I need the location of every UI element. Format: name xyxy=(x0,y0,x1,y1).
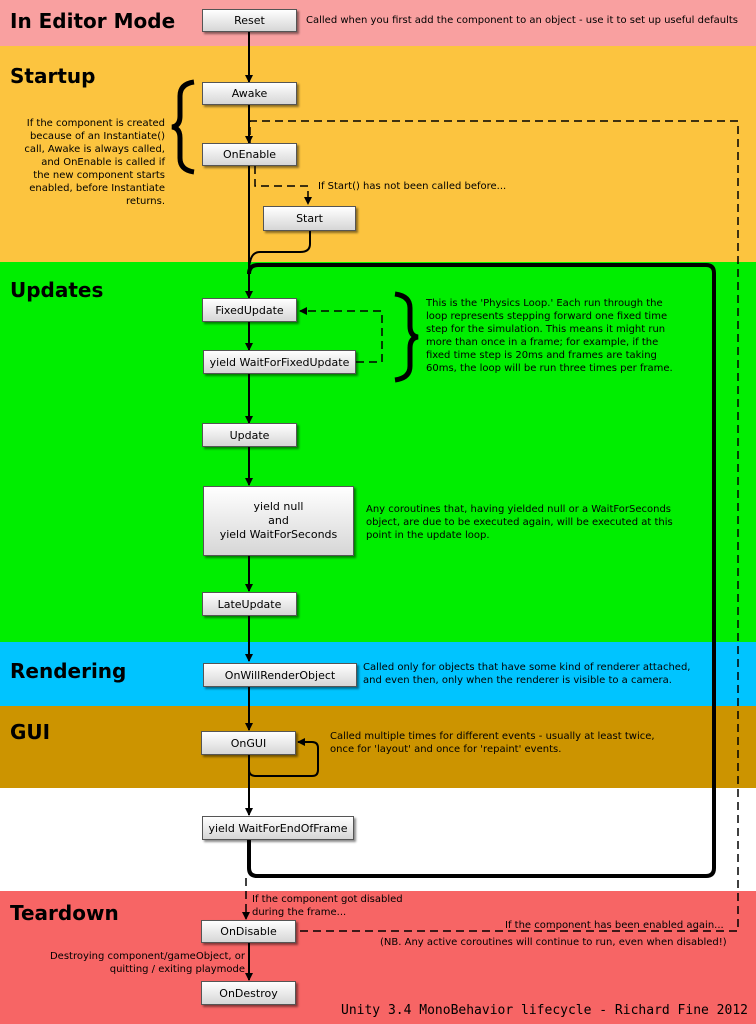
band-startup xyxy=(0,46,756,262)
node-ondestroy[interactable]: OnDestroy xyxy=(201,981,296,1005)
note-disabled: If the component got disabled during the… xyxy=(252,894,403,918)
section-title-editor: In Editor Mode xyxy=(10,9,176,33)
band-teardown xyxy=(0,891,756,1024)
node-start[interactable]: Start xyxy=(263,206,356,231)
node-onwillrenderobject[interactable]: OnWillRenderObject xyxy=(203,663,357,687)
band-gui xyxy=(0,706,756,788)
band-updates xyxy=(0,262,756,642)
node-yield-fixedupdate[interactable]: yield WaitForFixedUpdate xyxy=(203,350,356,374)
note-render: Called only for objects that have some k… xyxy=(363,662,691,686)
arrow-frame-loop xyxy=(247,263,716,878)
band-white xyxy=(0,788,756,891)
node-ongui[interactable]: OnGUI xyxy=(201,731,296,755)
note-gui: Called multiple times for different even… xyxy=(330,731,655,755)
note-instantiate: If the component is created because of a… xyxy=(24,118,165,207)
arrow-onenable-start xyxy=(254,166,312,205)
section-title-rendering: Rendering xyxy=(10,659,127,683)
node-fixedupdate[interactable]: FixedUpdate xyxy=(202,298,297,322)
note-reset: Called when you first add the component … xyxy=(306,15,739,26)
node-awake[interactable]: Awake xyxy=(202,82,297,105)
brace-physics xyxy=(394,291,419,383)
section-title-gui: GUI xyxy=(10,720,51,744)
footer-credit: Unity 3.4 MonoBehavior lifecycle - Richa… xyxy=(341,1003,748,1018)
node-yield-null-line1: yield null xyxy=(253,500,304,513)
node-lateupdate[interactable]: LateUpdate xyxy=(202,592,297,616)
arrow-physics-loop xyxy=(299,307,383,363)
node-update[interactable]: Update xyxy=(202,423,297,447)
note-reenabled: If the component has been enabled again.… xyxy=(505,920,724,931)
note-nb: (NB. Any active coroutines will continue… xyxy=(380,937,727,948)
node-onenable[interactable]: OnEnable xyxy=(202,143,297,166)
arrow-ongui-self xyxy=(248,738,319,777)
node-yield-endofframe[interactable]: yield WaitForEndOfFrame xyxy=(202,816,354,840)
section-title-teardown: Teardown xyxy=(10,901,119,925)
node-yield-null-line3: yield WaitForSeconds xyxy=(219,528,338,541)
note-start: If Start() has not been called before... xyxy=(318,181,507,192)
section-title-startup: Startup xyxy=(10,64,96,88)
note-coroutines: Any coroutines that, having yielded null… xyxy=(366,504,673,541)
node-yield-null[interactable]: yield null and yield WaitForSeconds xyxy=(203,486,354,556)
band-rendering xyxy=(0,642,756,706)
node-reset[interactable]: Reset xyxy=(202,9,297,32)
brace-instantiate xyxy=(171,79,195,175)
note-physics: This is the 'Physics Loop.' Each run thr… xyxy=(426,298,673,374)
node-ondisable[interactable]: OnDisable xyxy=(201,920,296,943)
node-yield-null-line2: and xyxy=(268,514,289,527)
note-destroy: Destroying component/gameObject, or quit… xyxy=(49,951,245,975)
band-editor xyxy=(0,0,756,46)
arrow-reenable-loop xyxy=(249,120,739,932)
section-title-updates: Updates xyxy=(10,278,104,302)
arrow-start-trunk xyxy=(248,231,311,267)
